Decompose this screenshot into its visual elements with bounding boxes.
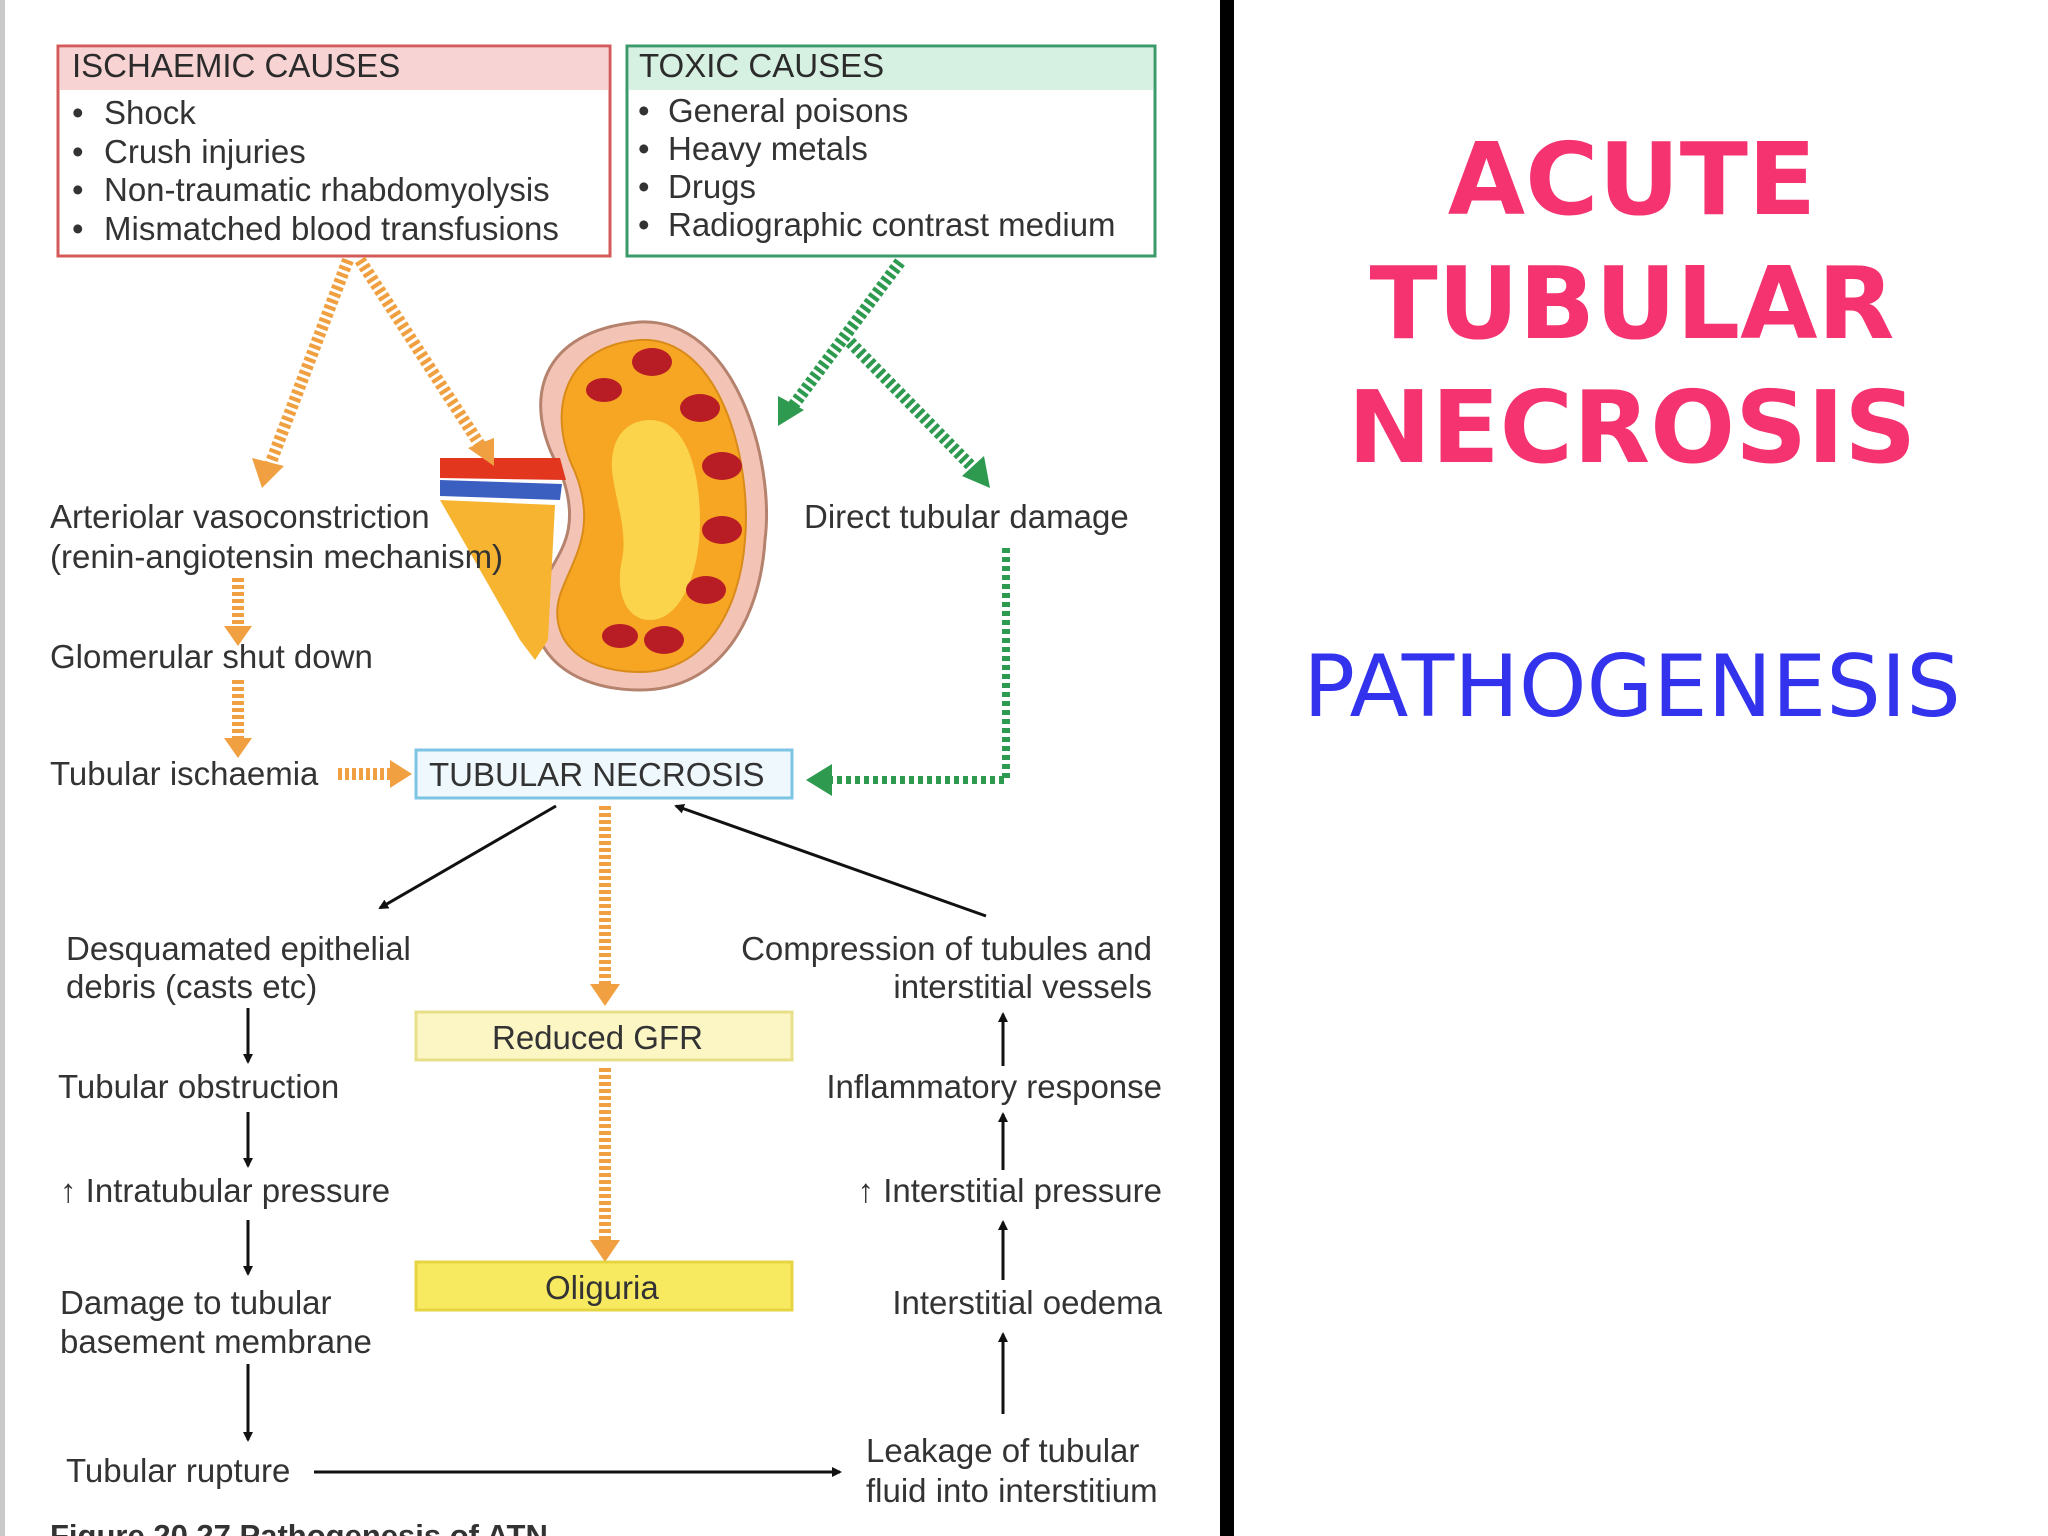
direct-tubular-damage: Direct tubular damage: [804, 498, 1129, 535]
toxic-box-header: [629, 48, 1153, 90]
reduced-gfr-box: Reduced GFR: [414, 1010, 794, 1062]
title-line-acute: ACUTE: [1448, 121, 1817, 238]
debris-label: Desquamated epithelial: [66, 930, 411, 967]
bullet: •: [72, 94, 84, 131]
ischaemic-item-shock: Shock: [104, 94, 196, 131]
toxic-heading: TOXIC CAUSES: [639, 47, 884, 84]
ischaemic-box-header: [60, 48, 608, 90]
green-arrow-head: [778, 396, 804, 426]
vasoconstriction-label: Arteriolar vasoconstriction: [50, 498, 430, 535]
pyramid: [702, 516, 742, 544]
pyramid: [602, 624, 638, 648]
orange-arrow-head: [590, 984, 620, 1006]
orange-arrow-head: [590, 1240, 620, 1262]
figure-caption: Figure 20.27 Pathogenesis of ATN: [50, 1518, 548, 1536]
arrow-from-compression: [674, 803, 987, 918]
leakage-label: Leakage of tubular: [866, 1432, 1139, 1469]
toxic-item-metals: Heavy metals: [668, 130, 868, 167]
green-arrow-head: [962, 456, 990, 488]
ischaemic-item-crush: Crush injuries: [104, 133, 306, 170]
orange-arrow-head: [224, 626, 252, 646]
tubular-ischaemia: Tubular ischaemia: [50, 755, 319, 792]
inflammatory-response: Inflammatory response: [826, 1068, 1162, 1105]
interstitial-oedema: Interstitial oedema: [892, 1284, 1162, 1321]
oliguria-label: Oliguria: [545, 1269, 659, 1306]
bullet: •: [638, 92, 650, 129]
pyramid: [686, 576, 726, 604]
compression-vessels: interstitial vessels: [893, 968, 1152, 1005]
ischaemic-item-rhabdomyolysis: Non-traumatic rhabdomyolysis: [104, 171, 550, 208]
compression-label: Compression of tubules and: [741, 930, 1152, 967]
divider-bar: [1220, 0, 1234, 1536]
toxic-causes-box: TOXIC CAUSES • General poisons • Heavy m…: [625, 44, 1157, 258]
toxic-item-poisons: General poisons: [668, 92, 908, 129]
green-arrow-to-direct-damage: [845, 337, 980, 475]
interstitial-pressure: ↑ Interstitial pressure: [858, 1172, 1162, 1209]
orange-arrow-head: [252, 458, 284, 488]
leakage-interstitium: fluid into interstitium: [866, 1472, 1158, 1509]
bullet: •: [72, 133, 84, 170]
tubular-rupture: Tubular rupture: [66, 1452, 290, 1489]
pyramid: [702, 452, 742, 480]
renal-vein: [440, 480, 562, 500]
pyramid: [632, 348, 672, 376]
bullet: •: [72, 210, 84, 247]
arrow-to-debris: [378, 804, 557, 910]
toxic-item-contrast: Radiographic contrast medium: [668, 206, 1116, 243]
pyramid: [586, 378, 622, 402]
green-arrow-to-kidney: [785, 258, 905, 414]
ischaemic-causes-box: ISCHAEMIC CAUSES • Shock • Crush injurie…: [56, 44, 612, 258]
title-line-tubular: TUBULAR: [1370, 245, 1895, 362]
oliguria-box: Oliguria: [414, 1260, 794, 1312]
intratubular-pressure: ↑ Intratubular pressure: [60, 1172, 390, 1209]
toxic-item-drugs: Drugs: [668, 168, 756, 205]
pyramid: [680, 394, 720, 422]
orange-arrow-head: [468, 438, 494, 466]
tubular-necrosis-box: TUBULAR NECROSIS: [414, 748, 794, 800]
debris-casts: debris (casts etc): [66, 968, 317, 1005]
kidney-illustration: [440, 320, 768, 692]
orange-arrow-to-vasoconstriction: [262, 257, 354, 473]
pyramid: [644, 626, 684, 654]
damage-basement-2: basement membrane: [60, 1323, 372, 1360]
ischaemic-item-transfusions: Mismatched blood transfusions: [104, 210, 559, 247]
orange-arrow-head: [224, 738, 252, 758]
bullet: •: [638, 130, 650, 167]
damage-basement-1: Damage to tubular: [60, 1284, 332, 1321]
bullet: •: [638, 168, 650, 205]
reduced-gfr-label: Reduced GFR: [492, 1019, 703, 1056]
renal-artery: [440, 458, 566, 480]
vasoconstriction-mechanism: (renin-angiotensin mechanism): [50, 538, 503, 575]
green-arrow-head: [806, 764, 832, 796]
glomerular-shutdown: Glomerular shut down: [50, 638, 373, 675]
orange-arrow-head: [390, 760, 412, 788]
tubular-necrosis-label: TUBULAR NECROSIS: [429, 756, 765, 793]
title-line-necrosis: NECROSIS: [1348, 369, 1917, 486]
ischaemic-heading: ISCHAEMIC CAUSES: [72, 47, 400, 84]
left-edge-line: [0, 0, 5, 1536]
subtitle-pathogenesis: PATHOGENESIS: [1303, 637, 1961, 737]
orange-arrow-to-kidney: [354, 256, 488, 452]
bullet: •: [638, 206, 650, 243]
tubular-obstruction: Tubular obstruction: [58, 1068, 339, 1105]
bullet: •: [72, 171, 84, 208]
